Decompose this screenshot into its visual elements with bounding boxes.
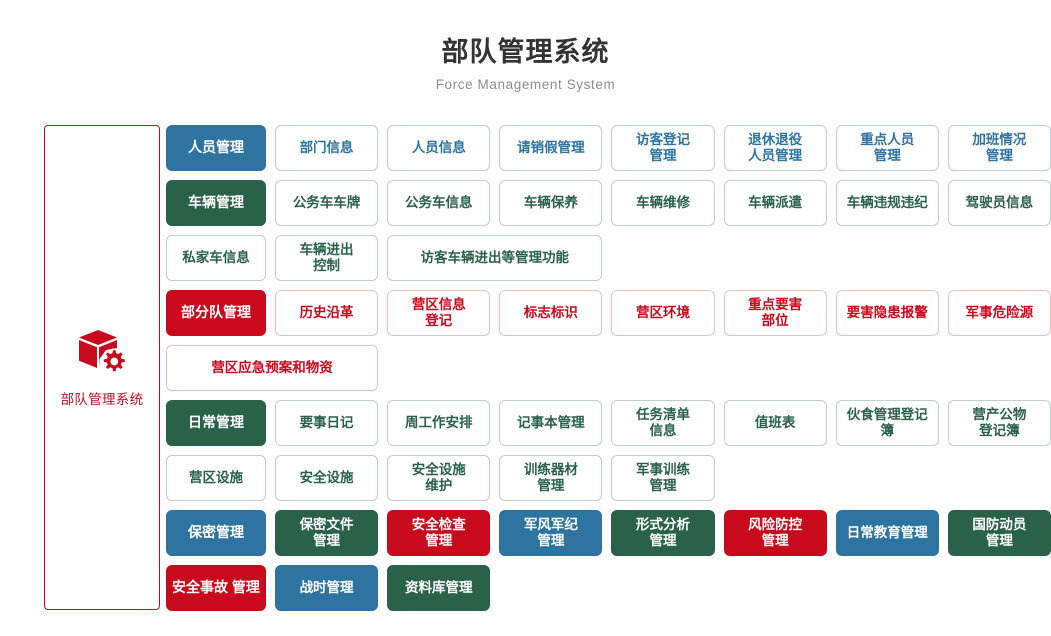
module-card[interactable]: 车辆保养 bbox=[499, 180, 603, 226]
module-card[interactable]: 保密文件 管理 bbox=[275, 510, 379, 556]
group-label[interactable]: 安全事故 管理 bbox=[166, 565, 266, 611]
module-group: 安全事故 管理战时管理资料库管理 bbox=[166, 565, 1051, 611]
module-card[interactable]: 国防动员 管理 bbox=[947, 510, 1051, 556]
module-groups: 人员管理部门信息人员信息请销假管理访客登记 管理退休退役 人员管理重点人员 管理… bbox=[166, 125, 1051, 620]
module-card[interactable]: 训练器材 管理 bbox=[499, 455, 603, 501]
group-label[interactable]: 人员管理 bbox=[166, 125, 266, 171]
module-card[interactable]: 战时管理 bbox=[275, 565, 379, 611]
module-card[interactable]: 车辆维修 bbox=[611, 180, 715, 226]
module-card[interactable]: 值班表 bbox=[723, 400, 827, 446]
module-card[interactable]: 要害隐患报警 bbox=[835, 290, 939, 336]
module-card[interactable]: 形式分析 管理 bbox=[611, 510, 715, 556]
page-title: 部队管理系统 bbox=[441, 37, 610, 67]
group-label[interactable]: 日常管理 bbox=[166, 400, 266, 446]
module-card[interactable]: 标志标识 bbox=[499, 290, 603, 336]
module-card[interactable]: 驾驶员信息 bbox=[947, 180, 1051, 226]
group-label[interactable]: 保密管理 bbox=[166, 510, 266, 556]
page-header: 部队管理系统 Force Management System bbox=[0, 0, 1051, 92]
module-group: 保密管理保密文件 管理安全检查 管理军风军纪 管理形式分析 管理风险防控 管理日… bbox=[166, 510, 1051, 556]
module-card[interactable]: 任务清单 信息 bbox=[611, 400, 715, 446]
module-card[interactable]: 安全设施 bbox=[275, 455, 379, 501]
module-card[interactable]: 营区设施 bbox=[166, 455, 266, 501]
module-card[interactable]: 重点人员 管理 bbox=[835, 125, 939, 171]
module-card[interactable]: 访客车辆进出等管理功能 bbox=[387, 235, 603, 281]
module-card[interactable]: 伙食管理登记簿 bbox=[835, 400, 939, 446]
module-card[interactable]: 人员信息 bbox=[387, 125, 491, 171]
module-card[interactable]: 记事本管理 bbox=[499, 400, 603, 446]
module-card[interactable]: 加班情况 管理 bbox=[947, 125, 1051, 171]
module-group: 日常管理要事日记周工作安排记事本管理任务清单 信息值班表伙食管理登记簿营产公物 … bbox=[166, 400, 1051, 501]
module-card[interactable]: 安全设施 维护 bbox=[387, 455, 491, 501]
module-card[interactable]: 军事危险源 bbox=[947, 290, 1051, 336]
module-card[interactable]: 风险防控 管理 bbox=[723, 510, 827, 556]
module-card[interactable]: 公务车车牌 bbox=[275, 180, 379, 226]
group-label[interactable]: 车辆管理 bbox=[166, 180, 266, 226]
module-group: 人员管理部门信息人员信息请销假管理访客登记 管理退休退役 人员管理重点人员 管理… bbox=[166, 125, 1051, 171]
module-card[interactable]: 资料库管理 bbox=[387, 565, 491, 611]
module-card[interactable]: 要事日记 bbox=[275, 400, 379, 446]
module-card[interactable]: 公务车信息 bbox=[387, 180, 491, 226]
module-card[interactable]: 退休退役 人员管理 bbox=[723, 125, 827, 171]
module-card[interactable]: 请销假管理 bbox=[499, 125, 603, 171]
module-card[interactable]: 营产公物 登记簿 bbox=[947, 400, 1051, 446]
module-card[interactable]: 历史沿革 bbox=[275, 290, 379, 336]
module-card[interactable]: 私家车信息 bbox=[166, 235, 266, 281]
module-card[interactable]: 访客登记 管理 bbox=[611, 125, 715, 171]
module-card[interactable]: 营区信息 登记 bbox=[387, 290, 491, 336]
module-card[interactable]: 部门信息 bbox=[275, 125, 379, 171]
module-card[interactable]: 军风军纪 管理 bbox=[499, 510, 603, 556]
module-card[interactable]: 日常教育管理 bbox=[835, 510, 939, 556]
module-card[interactable]: 军事训练 管理 bbox=[611, 455, 715, 501]
module-card[interactable]: 车辆派遣 bbox=[723, 180, 827, 226]
cube-gear-icon bbox=[76, 328, 128, 378]
module-card[interactable]: 周工作安排 bbox=[387, 400, 491, 446]
module-group: 部分队管理历史沿革营区信息 登记标志标识营区环境重点要害 部位要害隐患报警军事危… bbox=[166, 290, 1051, 391]
group-label[interactable]: 部分队管理 bbox=[166, 290, 266, 336]
module-card[interactable]: 重点要害 部位 bbox=[723, 290, 827, 336]
module-card[interactable]: 车辆违规违纪 bbox=[835, 180, 939, 226]
module-card[interactable]: 营区环境 bbox=[611, 290, 715, 336]
module-card[interactable]: 安全检查 管理 bbox=[387, 510, 491, 556]
module-card[interactable]: 车辆进出 控制 bbox=[275, 235, 379, 281]
module-card[interactable]: 营区应急预案和物资 bbox=[166, 345, 379, 391]
system-logo-panel: 部队管理系统 bbox=[44, 125, 160, 610]
content-area: 部队管理系统 人员管理部门信息人员信息请销假管理访客登记 管理退休退役 人员管理… bbox=[0, 125, 1051, 620]
module-group: 车辆管理公务车车牌公务车信息车辆保养车辆维修车辆派遣车辆违规违纪驾驶员信息私家车… bbox=[166, 180, 1051, 281]
system-logo-label: 部队管理系统 bbox=[60, 391, 144, 407]
page-subtitle: Force Management System bbox=[435, 77, 616, 93]
